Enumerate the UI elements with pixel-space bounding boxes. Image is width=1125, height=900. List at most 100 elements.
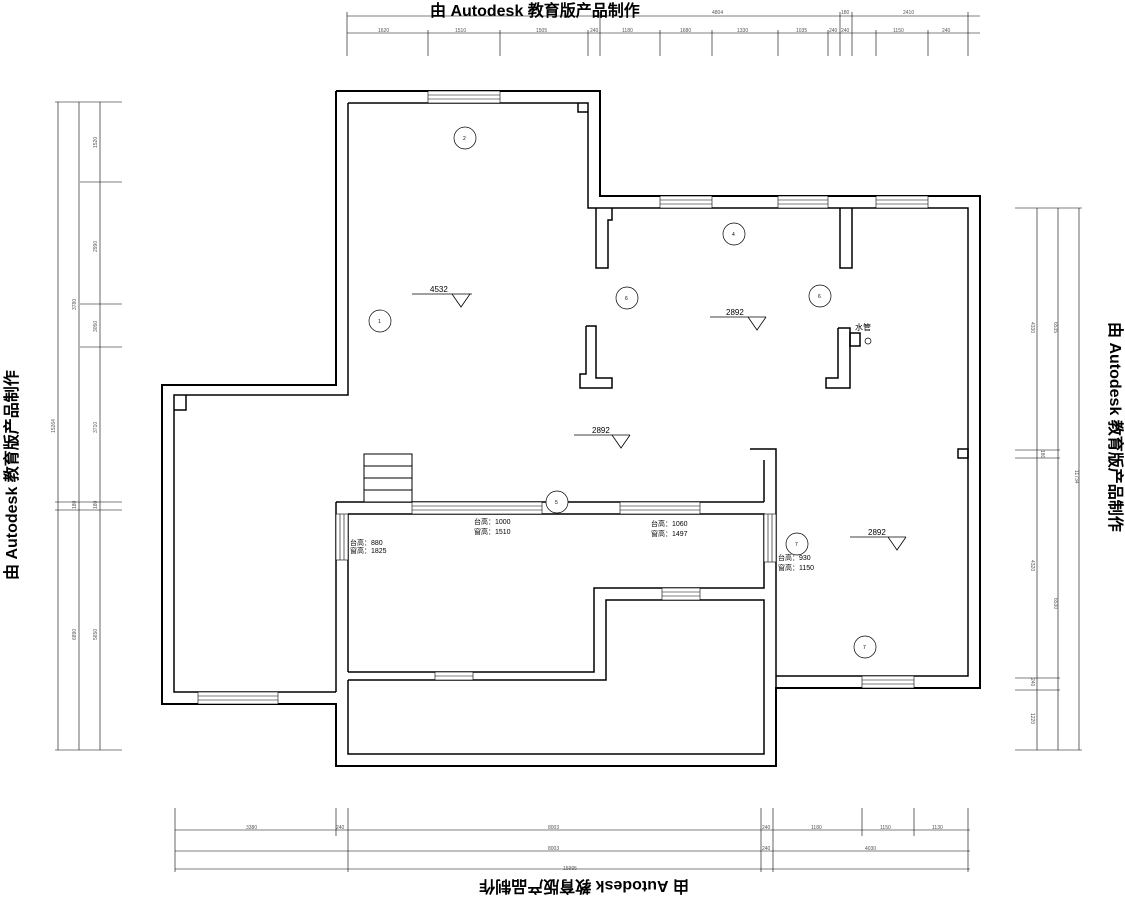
top-total-1: 4804 bbox=[712, 10, 723, 16]
window-lower-2 bbox=[619, 501, 701, 515]
top-dim-10: 240 bbox=[841, 28, 850, 34]
bottom-dim-4: 240 bbox=[762, 825, 771, 831]
top-dim-8: 1035 bbox=[796, 28, 807, 34]
bottom-total: 15995 bbox=[563, 866, 577, 872]
window-note-height: 窗高：1150 bbox=[778, 563, 814, 572]
marker-circle: 6 bbox=[808, 284, 832, 308]
window-top-right-2 bbox=[777, 195, 829, 209]
top-dim-11: 1150 bbox=[893, 28, 904, 34]
window-note-sill: 台高：1000 bbox=[474, 517, 511, 526]
left-dim-10: 5650 bbox=[93, 629, 99, 640]
markers: 2 1 4 6 6 5 7 7 bbox=[368, 126, 877, 659]
right-dim-3: 180 bbox=[1039, 450, 1045, 459]
svg-text:4: 4 bbox=[732, 232, 735, 238]
level-value-2: 2892 bbox=[726, 308, 744, 317]
left-dim-3: 3780 bbox=[72, 299, 78, 310]
marker-circle: 5 bbox=[545, 490, 569, 514]
marker-circle: 7 bbox=[785, 532, 809, 556]
level-value-3: 2892 bbox=[592, 426, 610, 435]
right-dim-6: 6530 bbox=[1052, 598, 1058, 609]
marker-circle: 2 bbox=[453, 126, 477, 150]
left-dim-7: 180 bbox=[72, 500, 78, 509]
top-dimension-block bbox=[346, 12, 980, 56]
svg-text:2: 2 bbox=[463, 136, 466, 142]
watermark-right: 由 Autodesk 教育版产品制作 bbox=[1106, 322, 1125, 532]
window-note-sill: 台高：880 bbox=[350, 538, 383, 547]
window-top-right-1 bbox=[659, 195, 713, 209]
right-dim-4: 11734 bbox=[1073, 470, 1079, 484]
svg-text:7: 7 bbox=[795, 542, 798, 548]
right-dim-1: 4330 bbox=[1029, 322, 1035, 333]
top-dim-9: 240 bbox=[829, 28, 838, 34]
water-pipe-label: 水管 bbox=[855, 322, 871, 332]
window-top-right-3 bbox=[875, 195, 929, 209]
window-lower-3 bbox=[335, 513, 349, 561]
left-dim-5: 3710 bbox=[93, 422, 99, 433]
right-dim-8: 1220 bbox=[1029, 713, 1035, 724]
left-dim-4: 3050 bbox=[93, 321, 99, 332]
top-dim-3: 1505 bbox=[536, 28, 547, 34]
bottom-dim-3: 8003 bbox=[548, 825, 559, 831]
window-note-height: 窗高：1510 bbox=[474, 527, 511, 536]
bottom-dimension-block bbox=[174, 808, 970, 872]
top-dim-4: 240 bbox=[590, 28, 599, 34]
window-note-height: 窗高：1497 bbox=[651, 529, 688, 538]
inner-wall bbox=[173, 102, 969, 755]
top-dim-1: 1620 bbox=[378, 28, 389, 34]
top-total-3: 2410 bbox=[903, 10, 914, 16]
bottom-dim-2: 240 bbox=[336, 825, 345, 831]
windows bbox=[197, 90, 929, 705]
svg-text:6: 6 bbox=[625, 296, 628, 302]
marker-circle: 4 bbox=[722, 222, 746, 246]
watermark-left: 由 Autodesk 教育版产品制作 bbox=[2, 370, 21, 580]
svg-text:6: 6 bbox=[818, 294, 821, 300]
left-dimension-block bbox=[55, 101, 122, 751]
window-bottom-right bbox=[861, 675, 915, 689]
window-lower-1 bbox=[411, 501, 543, 515]
svg-text:5: 5 bbox=[555, 500, 558, 506]
left-dim-8: 180 bbox=[93, 500, 99, 509]
bottom-dim-6: 1150 bbox=[880, 825, 891, 831]
right-dim-5: 4320 bbox=[1029, 560, 1035, 571]
window-inner-2 bbox=[434, 671, 474, 681]
bottom-sub-2: 240 bbox=[762, 846, 771, 852]
bottom-sub-1: 8003 bbox=[548, 846, 559, 852]
window-top-left bbox=[427, 90, 501, 104]
marker-circle: 7 bbox=[853, 635, 877, 659]
marker-circle: 6 bbox=[615, 286, 639, 310]
level-value-4: 2892 bbox=[868, 528, 886, 537]
top-dim-2: 1510 bbox=[455, 28, 466, 34]
right-dimension-block bbox=[1015, 207, 1082, 751]
window-lower-4 bbox=[763, 513, 777, 563]
window-left-bottom bbox=[197, 691, 279, 705]
window-note-sill: 台高：930 bbox=[778, 553, 811, 562]
left-dim-1: 1520 bbox=[93, 137, 99, 148]
bottom-dim-7: 1130 bbox=[932, 825, 943, 831]
staircase bbox=[363, 453, 413, 503]
right-dim-2: 6535 bbox=[1052, 322, 1058, 333]
window-inner-1 bbox=[661, 587, 701, 601]
top-dim-7: 1330 bbox=[737, 28, 748, 34]
bottom-dim-1: 3380 bbox=[246, 825, 257, 831]
top-dim-6: 1680 bbox=[680, 28, 691, 34]
marker-circle: 1 bbox=[368, 309, 392, 333]
svg-text:7: 7 bbox=[863, 645, 866, 651]
level-mark bbox=[412, 293, 907, 551]
left-dim-9: 6890 bbox=[72, 629, 78, 640]
top-dim-12: 240 bbox=[942, 28, 951, 34]
top-dim-5: 1180 bbox=[622, 28, 633, 34]
svg-text:1: 1 bbox=[378, 319, 381, 325]
top-total-2: 180 bbox=[841, 10, 850, 16]
bottom-sub-3: 4030 bbox=[865, 846, 876, 852]
bottom-dim-5: 1180 bbox=[811, 825, 822, 831]
left-dim-2: 2990 bbox=[93, 241, 99, 252]
right-dim-7: 240 bbox=[1029, 678, 1035, 687]
window-note-sill: 台高：1060 bbox=[651, 519, 688, 528]
outer-wall bbox=[161, 90, 981, 767]
watermark-bottom: 由 Autodesk 教育版产品制作 bbox=[479, 877, 689, 896]
water-pipe-icon bbox=[864, 337, 872, 345]
watermark-top: 由 Autodesk 教育版产品制作 bbox=[430, 1, 640, 20]
left-dim-6: 15264 bbox=[51, 419, 57, 433]
